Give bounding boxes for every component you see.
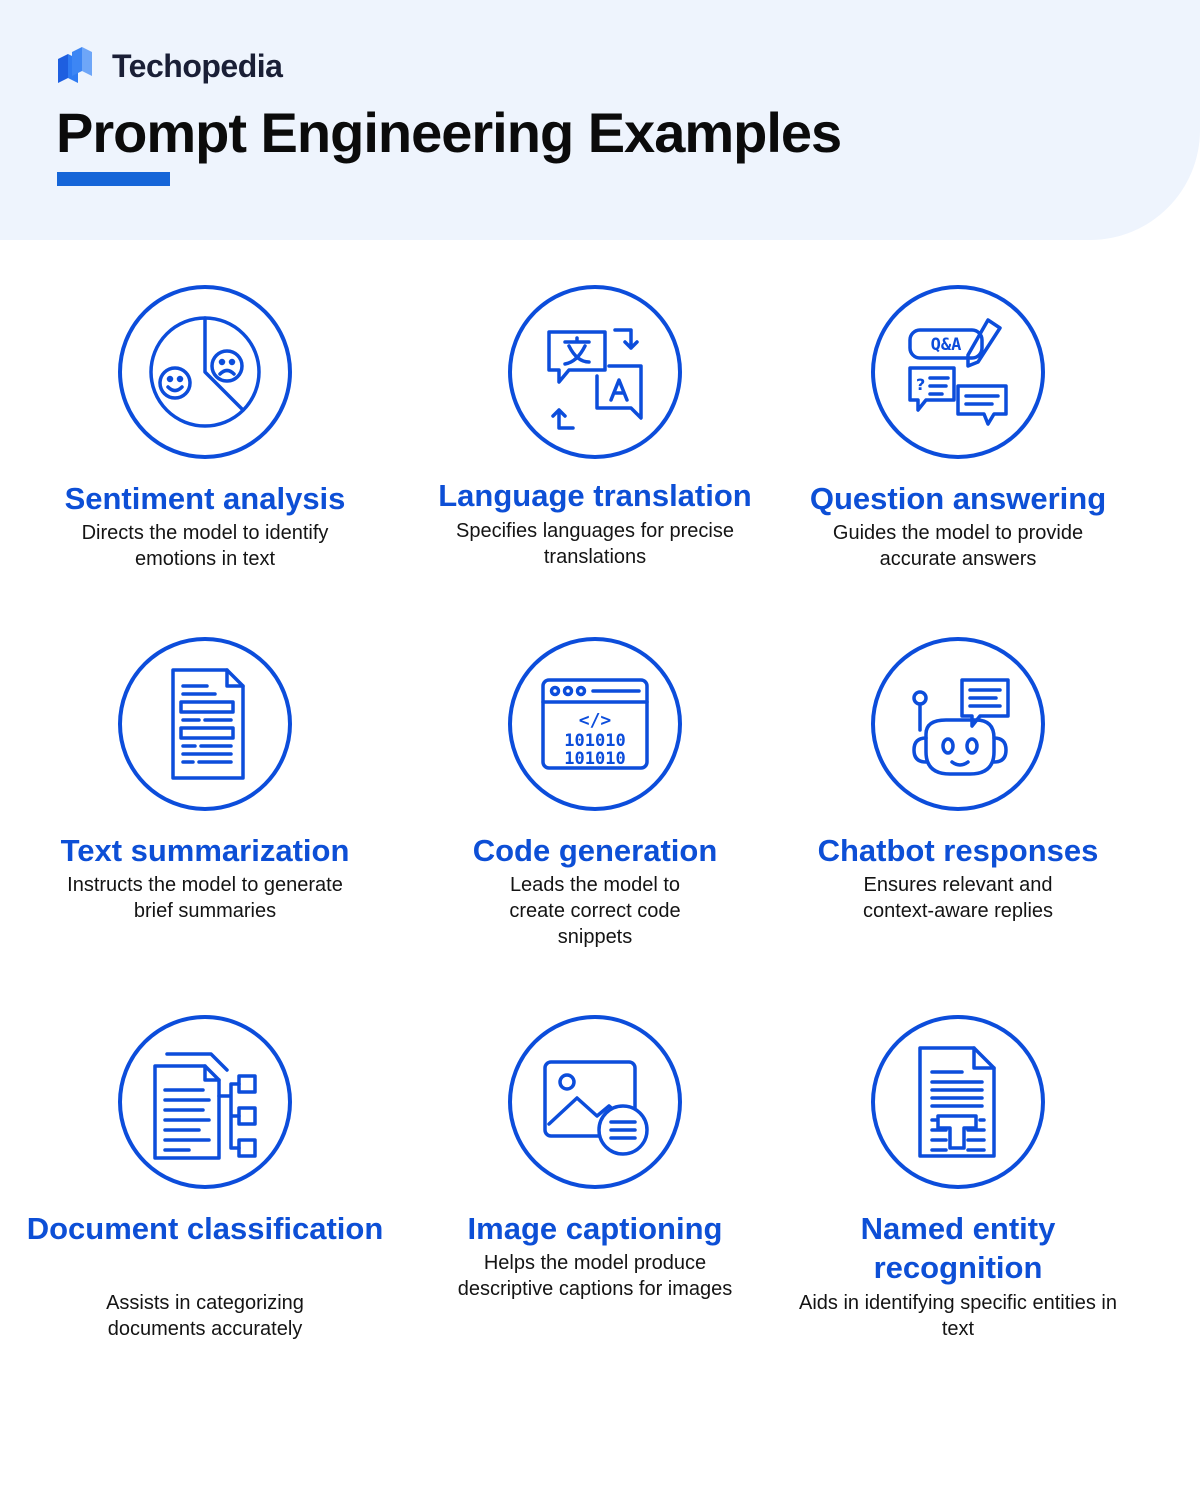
brand-name: Techopedia [112,47,283,84]
card-title: Document classification [26,1211,384,1246]
card-description: Specifies languages for precise translat… [456,520,734,568]
title-underline [57,172,170,186]
code-window-icon: </> 101010 101010 [541,678,649,770]
chatbot-robot-icon [912,678,1010,776]
card-description: Assists in categorizing documents accura… [106,1292,304,1340]
svg-text:?: ? [916,375,925,394]
sentiment-icon-ring [118,285,292,459]
code-icon-ring: </> 101010 101010 [508,637,682,811]
card-title: Sentiment analysis [64,481,346,516]
header-band [0,0,1200,240]
techopedia-logo-icon [58,47,92,83]
document-tree-icon [153,1052,257,1160]
card-title: Image captioning [467,1211,723,1246]
svg-text:Q&A: Q&A [931,335,962,355]
page-title: Prompt Engineering Examples [56,101,842,164]
translation-icon-ring [508,285,682,459]
image-caption-icon [543,1060,649,1156]
document-summary-icon [171,668,245,780]
card-title: Code generation [472,833,718,868]
translation-icon [547,328,643,430]
card-title: Named entity recognition [860,1211,1056,1285]
card-title: Chatbot responses [817,833,1099,868]
binary-text: 101010 [564,749,625,769]
sentiment-pie-icon [149,316,261,428]
image-caption-icon-ring [508,1015,682,1189]
card-description: Directs the model to identify emotions i… [81,522,329,570]
card-description: Ensures relevant and context-aware repli… [862,874,1054,922]
ner-icon-ring [871,1015,1045,1189]
card-title: Question answering [809,481,1107,516]
card-description: Guides the model to provide accurate ans… [832,522,1084,570]
chatbot-icon-ring [871,637,1045,811]
summarization-icon-ring [118,637,292,811]
card-description: Instructs the model to generate brief su… [67,874,343,922]
card-description: Aids in identifying specific entities in… [799,1292,1117,1340]
qa-chat-icon: Q&A ? [908,318,1008,426]
card-description: Helps the model produce descriptive capt… [457,1252,733,1300]
binary-text: 101010 [564,731,625,751]
card-title: Text summarization [60,833,350,868]
card-description: Leads the model to create correct code s… [509,874,681,948]
code-tag-text: </> [579,710,612,731]
brand: Techopedia [56,44,283,88]
classification-icon-ring [118,1015,292,1189]
qa-icon-ring: Q&A ? [871,285,1045,459]
card-title: Language translation [438,478,752,513]
document-entity-icon [918,1046,996,1158]
